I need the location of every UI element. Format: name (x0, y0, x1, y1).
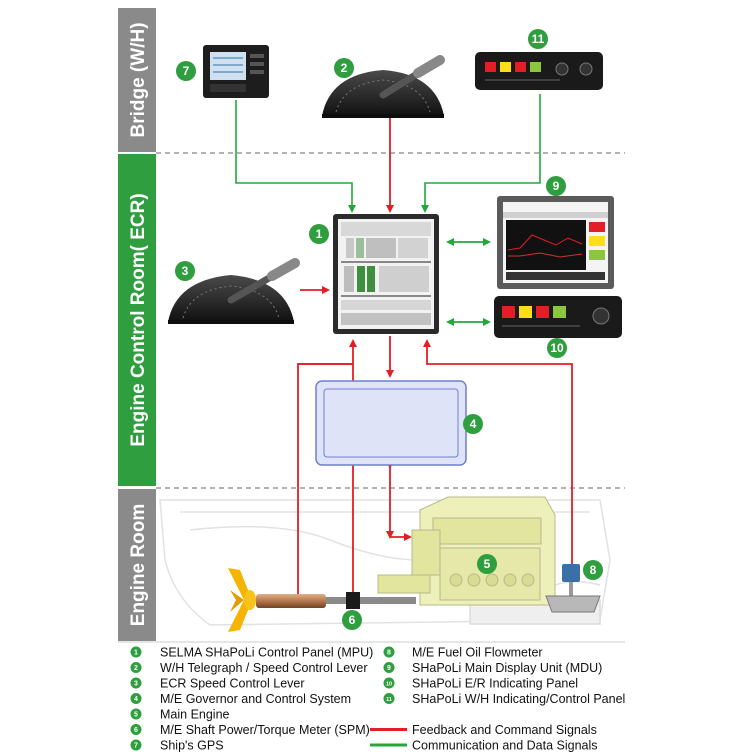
badge-2: 2 (334, 58, 354, 78)
svg-text:6: 6 (349, 613, 356, 627)
legend-label-11: SHaPoLi W/H Indicating/Control Panel (412, 692, 625, 706)
wh-telegraph (322, 55, 445, 118)
legend-badge-1: 1 (130, 646, 142, 658)
legend-badge-11: 11 (383, 693, 395, 704)
badge-5: 5 (477, 554, 497, 574)
legend-line-label-feedback: Feedback and Command Signals (412, 723, 597, 737)
legend-badge-3: 3 (130, 677, 142, 689)
svg-text:1: 1 (316, 227, 323, 241)
legend-badge-8: 8 (383, 646, 395, 658)
gps-unit (203, 45, 269, 98)
legend-label-9: SHaPoLi Main Display Unit (MDU) (412, 661, 602, 675)
legend-badge-10: 10 (383, 677, 395, 689)
svg-text:4: 4 (134, 696, 138, 703)
badge-3: 3 (175, 261, 195, 281)
svg-text:9: 9 (553, 179, 560, 193)
governor-control-system (315, 380, 467, 466)
svg-text:5: 5 (484, 557, 491, 571)
legend-label-10: SHaPoLi E/R Indicating Panel (412, 677, 578, 691)
legend-right-column: 8 M/E Fuel Oil Flowmeter 9 SHaPoLi Main Dis… (370, 646, 625, 753)
zone-bar-engine-room (118, 489, 156, 641)
svg-text:8: 8 (590, 563, 597, 577)
zone-bar-bridge (118, 8, 156, 152)
propeller (228, 568, 256, 632)
svg-text:11: 11 (532, 32, 545, 46)
fuel-oil-flowmeter (545, 564, 601, 613)
legend-label-7: Ship's GPS (160, 739, 224, 753)
wh-indicating-panel (475, 52, 603, 90)
er-indicating-panel (494, 296, 622, 338)
svg-text:7: 7 (183, 64, 190, 78)
zone-label-engine-room: Engine Room (128, 504, 149, 626)
propeller-shaft (256, 594, 326, 608)
badge-10: 10 (547, 338, 567, 358)
legend-line-label-communication: Communication and Data Signals (412, 739, 598, 753)
legend-badge-4: 4 (130, 693, 142, 704)
legend-label-2: W/H Telegraph / Speed Control Lever (160, 661, 368, 675)
intermediate-shaft (326, 597, 416, 604)
svg-text:11: 11 (386, 697, 392, 703)
legend-label-8: M/E Fuel Oil Flowmeter (412, 646, 543, 660)
legend-badge-5: 5 (130, 708, 142, 720)
legend-label-3: ECR Speed Control Lever (160, 677, 305, 691)
legend-label-1: SELMA SHaPoLi Control Panel (MPU) (160, 646, 373, 660)
line-flowmeter-to-mpu (423, 339, 573, 568)
line-wh-panel-to-mpu (421, 94, 541, 213)
ecr-speed-lever (168, 258, 300, 324)
badge-9: 9 (546, 176, 566, 196)
badge-4: 4 (463, 414, 483, 434)
svg-text:9: 9 (387, 665, 391, 672)
line-spm-to-mpu (298, 339, 357, 598)
legend-label-5: Main Engine (160, 708, 230, 722)
line-gps-to-mpu (235, 100, 356, 213)
badge-7: 7 (176, 61, 196, 81)
legend-label-4: M/E Governor and Control System (160, 692, 351, 706)
badge-6: 6 (342, 610, 362, 630)
badge-1: 1 (309, 224, 329, 244)
zone-label-ecr: Engine Control Room( ECR) (128, 193, 149, 446)
svg-text:5: 5 (134, 712, 138, 719)
badge-11: 11 (528, 29, 548, 49)
svg-text:10: 10 (386, 682, 392, 688)
svg-text:10: 10 (550, 341, 564, 355)
svg-text:8: 8 (387, 650, 391, 657)
spm-sensor (346, 592, 360, 609)
badge-8: 8 (583, 560, 603, 580)
svg-text:2: 2 (134, 665, 138, 672)
legend-label-6: M/E Shaft Power/Torque Meter (SPM) (160, 723, 370, 737)
legend-left-column: 1 SELMA SHaPoLi Control Panel (MPU) 2 W/H T… (130, 646, 373, 753)
svg-text:7: 7 (134, 743, 138, 750)
mpu-control-panel (333, 214, 439, 334)
legend-badge-7: 7 (130, 739, 142, 751)
mdu-display (497, 196, 614, 289)
zone-bar-ecr (118, 154, 156, 486)
svg-text:3: 3 (182, 264, 189, 278)
svg-text:2: 2 (341, 61, 348, 75)
svg-text:4: 4 (470, 417, 477, 431)
legend-badge-9: 9 (383, 662, 395, 673)
main-engine (377, 496, 556, 606)
svg-text:6: 6 (134, 727, 138, 734)
legend-badge-2: 2 (130, 662, 142, 673)
zone-label-bridge: Bridge (W/H) (128, 22, 149, 137)
legend-badge-6: 6 (130, 724, 142, 735)
svg-text:1: 1 (134, 650, 138, 657)
svg-text:3: 3 (134, 681, 138, 688)
